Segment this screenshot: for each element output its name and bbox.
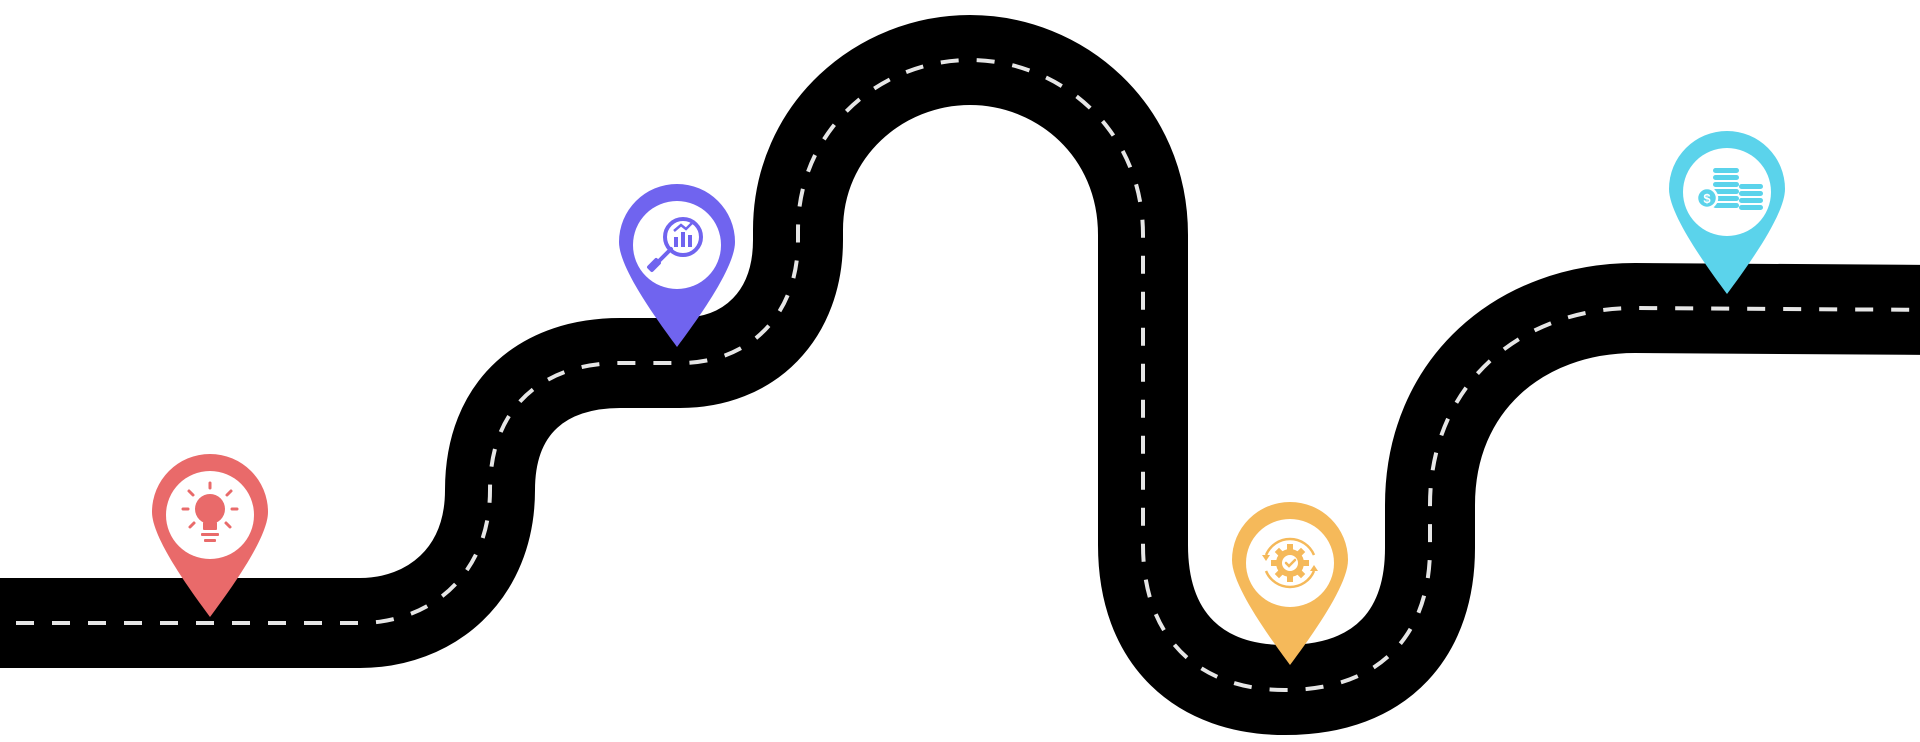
lightbulb-icon	[181, 481, 239, 542]
map-pin-analysis	[619, 184, 735, 347]
coins-stack-icon: $	[1695, 168, 1763, 210]
map-pin-idea	[152, 454, 268, 617]
road-center-line	[0, 57, 1920, 693]
map-pin-process	[1232, 502, 1348, 665]
winding-road	[0, 15, 1920, 735]
map-pin-revenue: $	[1669, 131, 1785, 294]
magnifier-chart-icon	[647, 217, 703, 272]
svg-text:$: $	[1703, 191, 1711, 206]
